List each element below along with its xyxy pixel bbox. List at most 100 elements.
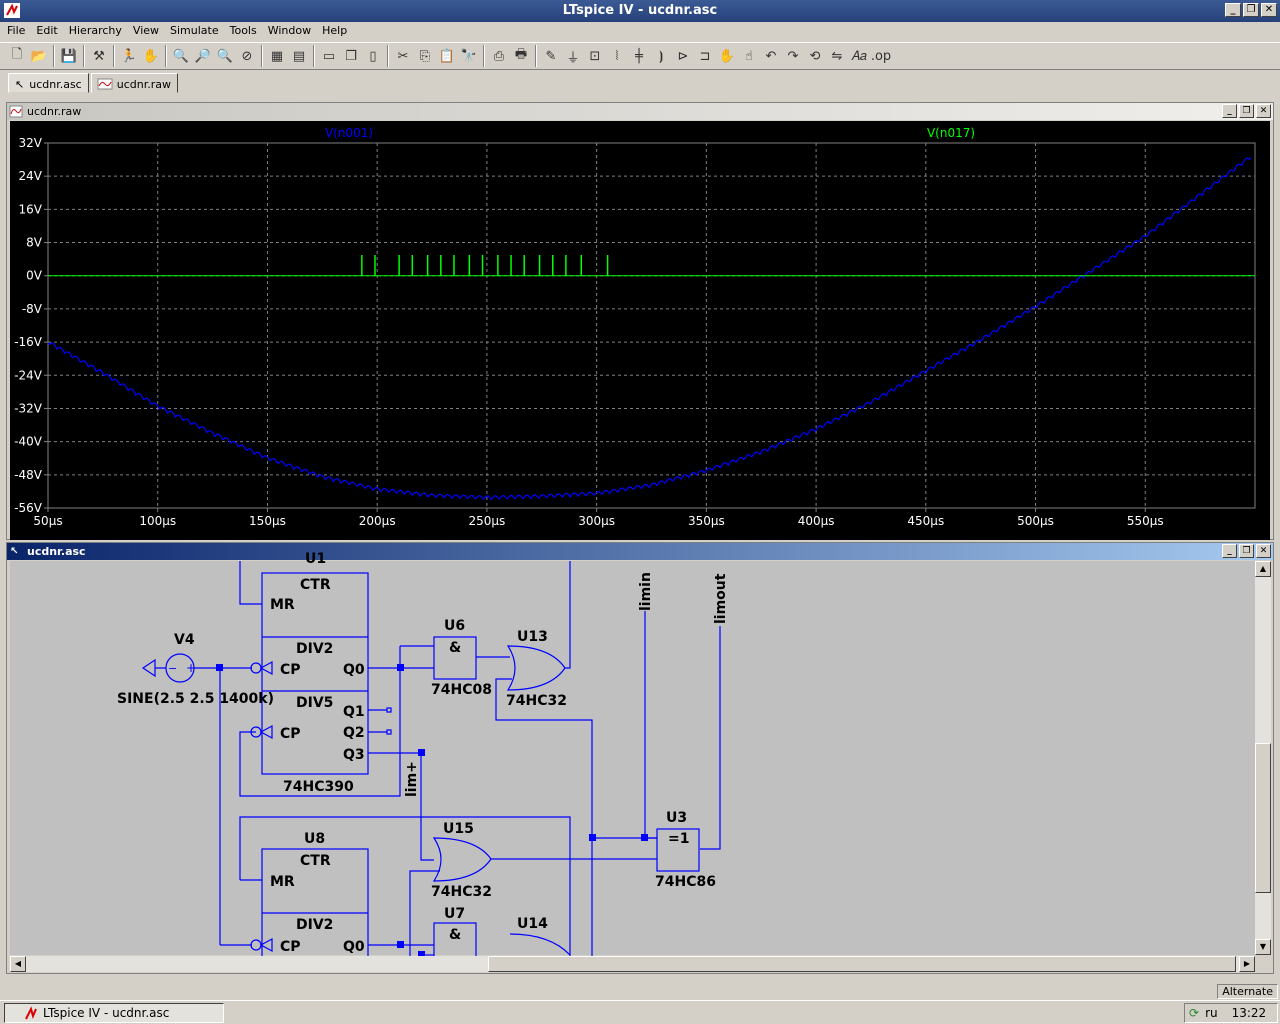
- ctr2-label: CTR: [300, 853, 331, 869]
- mr2-label: MR: [270, 874, 295, 890]
- menu-hierarchy[interactable]: Hierarchy: [68, 24, 122, 37]
- open-folder-icon[interactable]: 📂: [30, 48, 48, 64]
- cut-icon[interactable]: ✂: [397, 48, 409, 64]
- scroll-down-icon[interactable]: ▼: [1255, 939, 1271, 955]
- cp2-label: CP: [280, 726, 301, 742]
- minimize-button[interactable]: _: [1225, 3, 1241, 17]
- paste-icon[interactable]: 📋: [438, 48, 456, 64]
- tile-vertical-icon[interactable]: ▯: [369, 48, 377, 64]
- new-schematic-icon[interactable]: 🗋: [11, 47, 23, 62]
- x-tick-label: 500µs: [1017, 514, 1054, 528]
- inductor-icon[interactable]: ⦘: [658, 48, 664, 64]
- print-setup-icon[interactable]: ⎙: [493, 48, 505, 64]
- u15-label: U15: [443, 821, 474, 837]
- zoom-out-icon[interactable]: 🔍: [216, 48, 234, 64]
- close-button[interactable]: ✕: [1261, 3, 1277, 17]
- zoom-fit-icon[interactable]: ⊘: [241, 48, 253, 64]
- mirror-icon[interactable]: ⇋: [831, 48, 843, 64]
- component-icon[interactable]: ⊐: [699, 48, 711, 64]
- schematic-canvas[interactable]: U1 CTR MR DIV2 CP Q0 DIV5 CP Q1 Q2 Q3 74…: [10, 551, 1255, 964]
- scroll-right-icon[interactable]: ▶: [1239, 956, 1255, 972]
- save-icon[interactable]: 💾: [60, 48, 78, 64]
- tile-horizontal-icon[interactable]: ▭: [322, 48, 336, 64]
- move-icon[interactable]: ✋: [718, 48, 736, 64]
- y-tick-label: 32V: [19, 136, 43, 150]
- draw-wire-icon[interactable]: ✎: [545, 48, 557, 64]
- language-indicator[interactable]: ru: [1205, 1006, 1218, 1020]
- grid-icon[interactable]: ▤: [292, 48, 306, 64]
- scroll-left-icon[interactable]: ◀: [10, 956, 26, 972]
- control-panel-icon[interactable]: ⚒: [93, 48, 105, 64]
- ground-icon[interactable]: ⏚: [566, 50, 580, 66]
- autorange-icon[interactable]: ▦: [270, 48, 284, 64]
- redo-icon[interactable]: ↷: [787, 48, 799, 64]
- horizontal-scroll-thumb[interactable]: [488, 956, 1236, 972]
- schematic-drawing[interactable]: U1 CTR MR DIV2 CP Q0 DIV5 CP Q1 Q2 Q3 74…: [10, 551, 1255, 964]
- copy-icon[interactable]: ⎘: [419, 48, 431, 64]
- series-v-n001-line: [47, 157, 1252, 501]
- scroll-up-icon[interactable]: ▲: [1255, 561, 1271, 577]
- schematic-horizontal-scrollbar[interactable]: ◀ ▶: [10, 956, 1255, 972]
- y-tick-label: -32V: [14, 401, 43, 415]
- waveform-chart[interactable]: 32V24V16V8V0V-8V-16V-24V-32V-40V-48V-56V…: [10, 121, 1270, 540]
- waveform-minimize-button[interactable]: _: [1222, 104, 1237, 118]
- y-tick-label: 16V: [19, 202, 43, 216]
- menu-window[interactable]: Window: [267, 24, 312, 37]
- u7-symbol: &: [449, 927, 461, 943]
- restore-button[interactable]: ❐: [1243, 3, 1259, 17]
- x-tick-label: 50µs: [33, 514, 62, 528]
- x-tick-label: 200µs: [359, 514, 396, 528]
- y-tick-label: -16V: [14, 335, 43, 349]
- diode-icon[interactable]: ⊳: [677, 48, 689, 64]
- schematic-icon: ↖: [10, 546, 19, 557]
- schematic-minimize-button[interactable]: _: [1222, 544, 1237, 558]
- menu-simulate[interactable]: Simulate: [170, 24, 219, 37]
- toolbar-separator: [53, 45, 55, 67]
- undo-icon[interactable]: ↶: [765, 48, 777, 64]
- toolbar-separator: [387, 45, 389, 67]
- taskbar-ltspice-button[interactable]: LTspice IV - ucdnr.asc: [4, 1003, 224, 1023]
- text-icon[interactable]: 𝐴𝑎: [851, 48, 867, 64]
- halt-icon[interactable]: ✋: [142, 48, 160, 64]
- schematic-vertical-scrollbar[interactable]: ▲ ▼: [1255, 561, 1271, 955]
- rotate-icon[interactable]: ⟲: [809, 48, 821, 64]
- x-tick-label: 450µs: [907, 514, 944, 528]
- zoom-in-icon[interactable]: 🔍: [172, 48, 190, 64]
- tab-ucdnr-asc[interactable]: ↖ ucdnr.asc: [8, 73, 89, 93]
- print-icon[interactable]: 🖶: [514, 47, 528, 62]
- toolbar-separator: [535, 45, 537, 67]
- schematic-maximize-button[interactable]: ❐: [1239, 544, 1254, 558]
- label-net-icon[interactable]: ⊡: [589, 48, 601, 64]
- spice-directive-icon[interactable]: .op: [870, 48, 892, 64]
- y-tick-label: -48V: [14, 468, 43, 482]
- menu-help[interactable]: Help: [322, 24, 348, 37]
- waveform-maximize-button[interactable]: ❐: [1239, 104, 1254, 118]
- plot-frame: [47, 142, 1256, 509]
- waveform-close-button[interactable]: ✕: [1256, 104, 1271, 118]
- menu-file[interactable]: File: [7, 24, 26, 37]
- q0-2-label: Q0: [343, 939, 365, 955]
- document-tabs: ↖ ucdnr.asc ucdnr.raw: [0, 71, 1280, 93]
- tab-ucdnr-raw[interactable]: ucdnr.raw: [90, 73, 178, 93]
- schematic-close-button[interactable]: ✕: [1256, 544, 1271, 558]
- drag-icon[interactable]: ☝: [745, 48, 753, 64]
- find-icon[interactable]: 🔭: [460, 48, 478, 64]
- vertical-scroll-thumb[interactable]: [1255, 743, 1271, 893]
- capacitor-icon[interactable]: ╪: [635, 48, 643, 64]
- run-icon[interactable]: 🏃: [120, 48, 138, 64]
- v4-plus-sign: +: [186, 661, 196, 675]
- network-icon[interactable]: ⟳: [1189, 1006, 1200, 1020]
- menu-tools[interactable]: Tools: [229, 24, 257, 37]
- cascade-icon[interactable]: ❐: [345, 48, 357, 64]
- ctr1-label: CTR: [300, 577, 331, 593]
- waveform-icon: [97, 78, 113, 90]
- lim-plus-label: lim+: [404, 761, 420, 797]
- resistor-icon[interactable]: ⦚: [615, 48, 619, 64]
- v4-value-label: SINE(2.5 2.5 1400k): [117, 691, 274, 707]
- v4-label: V4: [174, 632, 195, 648]
- menu-edit[interactable]: Edit: [36, 24, 58, 37]
- zoom-pan-icon[interactable]: 🔎: [194, 48, 212, 64]
- menu-view[interactable]: View: [132, 24, 160, 37]
